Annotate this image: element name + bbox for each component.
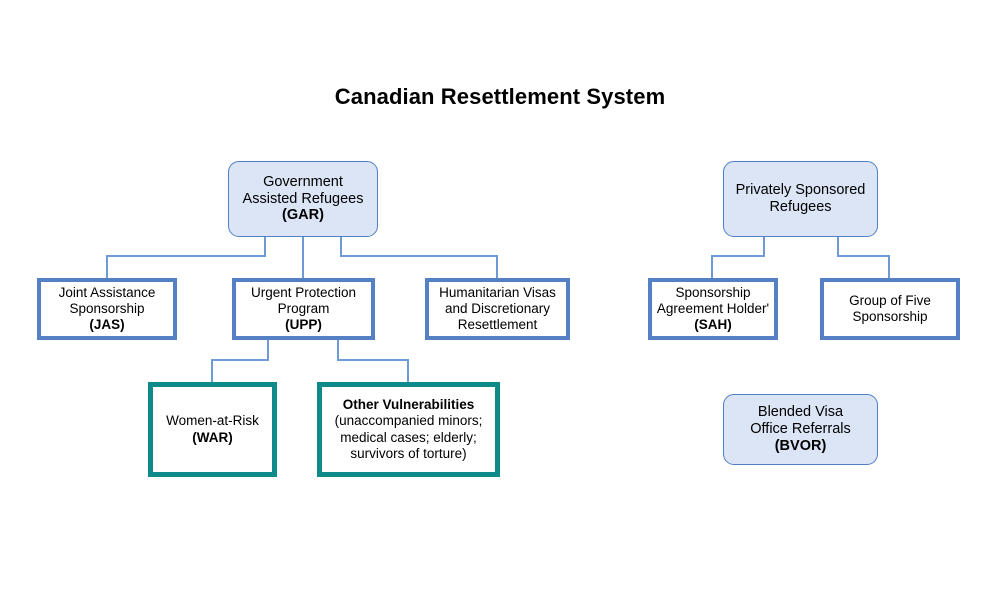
node-text-line: Sponsorship bbox=[675, 285, 751, 301]
connector-upp-to-other_vulnerabilities bbox=[337, 340, 409, 382]
node-text-line: Refugees bbox=[769, 199, 832, 215]
node-text-line: Program bbox=[277, 301, 330, 317]
node-text-line: (BVOR) bbox=[774, 437, 827, 454]
node-text-line: Other Vulnerabilities bbox=[342, 396, 475, 412]
node-text-line: Group of Five bbox=[849, 293, 931, 309]
node-text-line: Sponsorship bbox=[69, 301, 145, 317]
node-text-line: Urgent Protection bbox=[250, 285, 357, 301]
node-text-line: and Discretionary bbox=[444, 301, 551, 317]
node-text-line: Assisted Refugees bbox=[242, 190, 364, 207]
connector-gar-to-jas bbox=[106, 237, 266, 278]
node-text-line: Women-at-Risk bbox=[166, 413, 259, 429]
node-text-line: (WAR) bbox=[192, 429, 233, 445]
node-text-line: Blended Visa bbox=[757, 404, 844, 421]
node-text-line: Privately Sponsored bbox=[735, 182, 866, 199]
node-text-line: Government bbox=[263, 173, 343, 190]
node-text-line: Humanitarian Visas bbox=[439, 285, 556, 301]
node-text-line: Joint Assistance bbox=[58, 285, 156, 301]
node-text-line: medical cases; elderly; bbox=[340, 429, 477, 445]
node-women-at-risk[interactable]: Women-at-Risk(WAR) bbox=[148, 382, 277, 477]
connector-psr-to-gof bbox=[837, 237, 890, 278]
node-other-vulnerabilities[interactable]: Other Vulnerabilities(unaccompanied mino… bbox=[317, 382, 500, 477]
node-text-line: (SAH) bbox=[694, 316, 732, 332]
connector-upp-to-war bbox=[211, 340, 269, 382]
node-text-line: Resettlement bbox=[457, 316, 538, 332]
connector-psr-to-sah bbox=[711, 237, 765, 278]
node-text-line: (JAS) bbox=[89, 316, 125, 332]
connector-gar-to-humanitarian bbox=[340, 237, 498, 278]
node-text-line: (GAR) bbox=[282, 207, 324, 224]
node-text-line: Agreement Holder' bbox=[656, 301, 770, 317]
node-text-line: (unaccompanied minors; bbox=[334, 413, 483, 429]
node-text-line: Office Referrals bbox=[750, 421, 851, 438]
page-title: Canadian Resettlement System bbox=[334, 84, 666, 109]
node-text-line: Sponsorship bbox=[852, 309, 928, 324]
node-text-line: survivors of torture) bbox=[350, 445, 467, 461]
node-text-line: (UPP) bbox=[285, 316, 322, 332]
